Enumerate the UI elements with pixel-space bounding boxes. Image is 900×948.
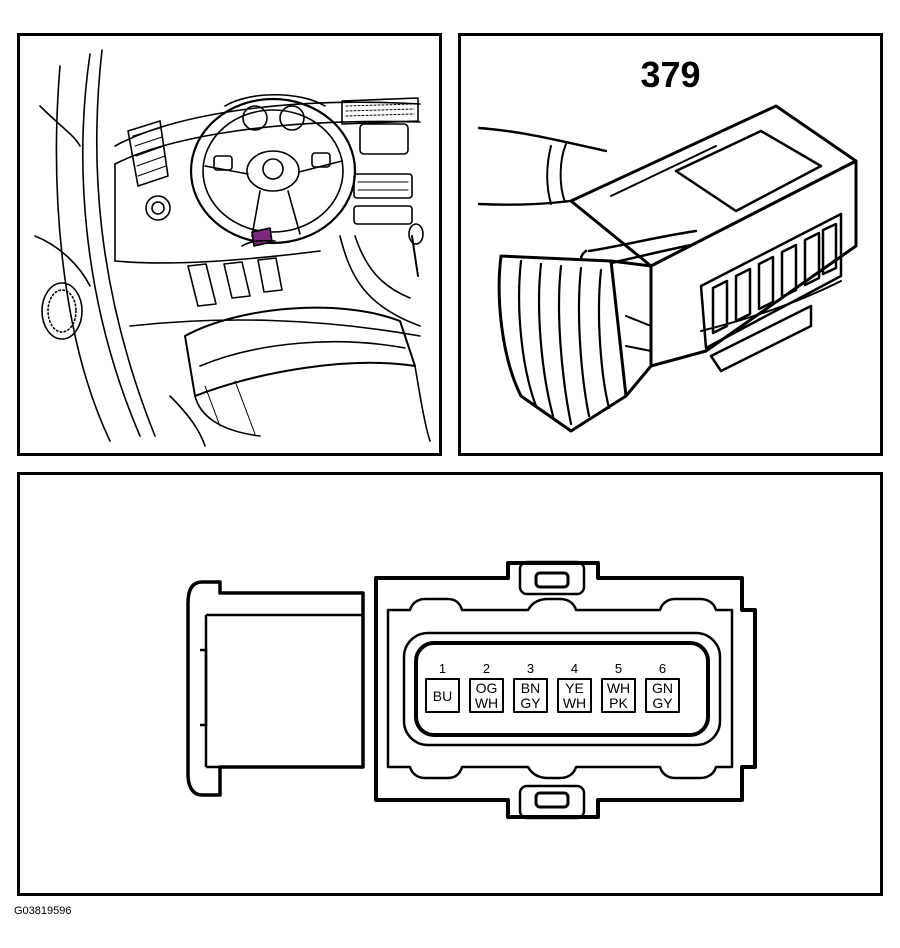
pin-3-wire-color: GY bbox=[520, 695, 541, 711]
pin-cavity-2 bbox=[469, 678, 504, 713]
pin-number-5: 5 bbox=[615, 661, 622, 676]
pin-number-2: 2 bbox=[483, 661, 490, 676]
pin-number-6: 6 bbox=[659, 661, 666, 676]
connector-3d-drawing bbox=[477, 104, 858, 433]
pin-cavity-4 bbox=[557, 678, 592, 713]
image-reference-code: G03819596 bbox=[14, 905, 72, 917]
connector-3d-panel: 379 bbox=[458, 33, 883, 456]
pin-5-wire-color: WH bbox=[607, 680, 630, 696]
connector-number: 379 bbox=[640, 54, 701, 95]
interior-drawing bbox=[34, 49, 431, 447]
pin-6-wire-color: GN bbox=[652, 680, 673, 696]
pin-6-wire-color: GY bbox=[652, 695, 673, 711]
pin-cavity-5 bbox=[601, 678, 636, 713]
pin-number-1: 1 bbox=[439, 661, 446, 676]
pin-cavity-3 bbox=[513, 678, 548, 713]
pin-cavity-6 bbox=[645, 678, 680, 713]
pin-number-4: 4 bbox=[571, 661, 578, 676]
pin-2-wire-color: OG bbox=[476, 680, 498, 696]
pin-5-wire-color: PK bbox=[609, 695, 628, 711]
pin-cavity-1 bbox=[425, 678, 460, 713]
pin-3-wire-color: BN bbox=[521, 680, 540, 696]
pin-4-wire-color: WH bbox=[563, 695, 586, 711]
interior-location-panel bbox=[17, 33, 442, 456]
pin-number-3: 3 bbox=[527, 661, 534, 676]
pin-1-wire-color: BU bbox=[433, 688, 452, 704]
pin-2-wire-color: WH bbox=[475, 695, 498, 711]
pin-4-wire-color: YE bbox=[565, 680, 584, 696]
